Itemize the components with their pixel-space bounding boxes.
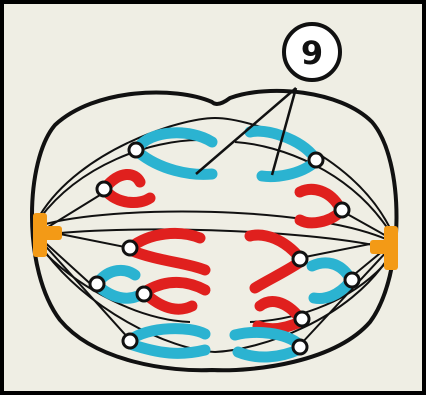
chromatid-blue: [130, 329, 205, 340]
centromere: [123, 241, 137, 255]
centromere: [90, 277, 104, 291]
spindle-fibers: [40, 118, 390, 352]
chromatid-red: [148, 282, 205, 290]
centromere: [123, 334, 137, 348]
chromatid-red: [255, 262, 300, 288]
chromatid-red: [148, 296, 192, 309]
chromatid-blue: [130, 344, 205, 353]
centromere: [137, 287, 151, 301]
centromere: [309, 153, 323, 167]
chromatid-blue: [312, 263, 350, 278]
chromatid-red: [130, 233, 200, 248]
right-chromatids: [235, 131, 350, 357]
centromere: [345, 273, 359, 287]
centromere: [129, 143, 143, 157]
label-number: 9: [301, 34, 323, 72]
chromatid-red: [130, 250, 205, 270]
left-centriole: [33, 213, 62, 257]
chromatid-red: [260, 302, 300, 318]
chromatid-blue: [262, 162, 315, 177]
left-chromatids: [98, 133, 212, 354]
centromere: [295, 312, 309, 326]
chromatid-red: [300, 212, 340, 223]
centromere: [293, 340, 307, 354]
centromere: [97, 182, 111, 196]
chromatid-red: [300, 189, 340, 208]
chromatid-blue: [238, 349, 300, 357]
centromere: [335, 203, 349, 217]
chromatid-blue: [235, 332, 300, 345]
right-centriole: [370, 226, 398, 270]
chromatid-blue: [138, 133, 212, 148]
centromere: [293, 252, 307, 266]
chromatid-red: [250, 235, 300, 258]
